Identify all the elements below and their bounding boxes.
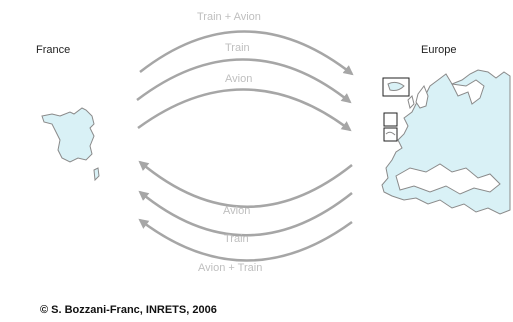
flow-label-train-out: Train: [225, 42, 250, 54]
flow-label-avion-train-in: Avion + Train: [198, 262, 263, 274]
destination-label: Europe: [421, 44, 457, 56]
credit-text: © S. Bozzani-Franc, INRETS, 2006: [40, 304, 217, 316]
flow-label-train-in: Train: [224, 233, 249, 245]
origin-label: France: [36, 44, 71, 56]
flow-arrow-train-out: [136, 58, 352, 104]
flow-arrow-avion-in: [138, 160, 353, 208]
flow-arrow-train-avion-out: [139, 30, 354, 76]
flow-arrow-avion-out: [137, 88, 352, 132]
flow-label-avion-out: Avion: [225, 73, 253, 85]
flow-label-train-avion-out: Train + Avion: [197, 11, 261, 23]
flow-arrow-avion-train-in: [138, 218, 353, 262]
flow-label-avion-in: Avion: [223, 205, 251, 217]
europe-map: [381, 69, 511, 215]
flow-arrow-train-in: [138, 190, 353, 237]
france-map: [41, 107, 100, 182]
